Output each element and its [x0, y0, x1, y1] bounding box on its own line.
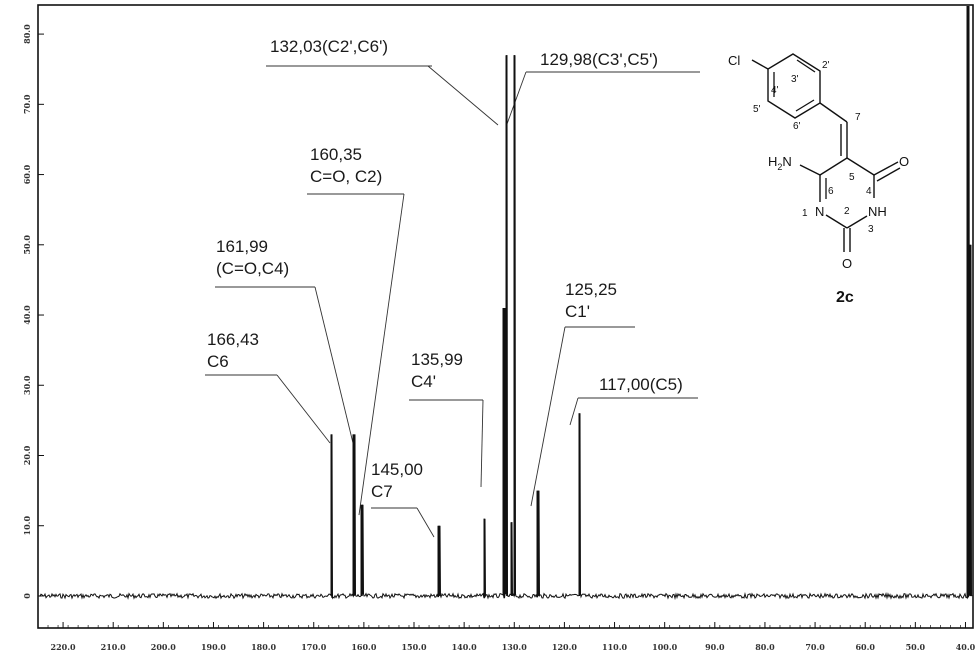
amine-label: H2N [768, 154, 792, 172]
x-tick-label: 210.0 [101, 642, 126, 652]
peak-annotation-label: 145,00 [371, 460, 423, 479]
y-tick-label: 50.0 [22, 235, 32, 255]
amino-bond [799, 164, 821, 176]
plot-frame [37, 4, 974, 629]
annotation-leader [358, 193, 405, 516]
annotation-leader [427, 65, 499, 126]
ring-c7-bond [819, 102, 848, 123]
x-tick-label: 60.0 [855, 642, 875, 652]
x-tick-label: 130.0 [502, 642, 527, 652]
x-tick-label: 100.0 [652, 642, 677, 652]
y-tick-label: 0 [22, 593, 32, 599]
molecule-structure-2c: Cl H2N NH N O O 3' 2' 4' 5' 6' 7 5 6 4 2… [728, 53, 909, 306]
carbonyl-bond [876, 167, 901, 182]
peak-annotation-label: C4' [411, 372, 436, 391]
carbonyl-bond [873, 161, 899, 176]
annotation-leaders [205, 65, 700, 538]
peak-annotation-label: (C=O,C4) [216, 259, 289, 278]
atom-number: 4' [771, 85, 779, 96]
x-tick-label: 70.0 [805, 642, 825, 652]
x-tick-label: 140.0 [452, 642, 477, 652]
atom-number: 5' [753, 104, 761, 115]
chloro-bond [751, 59, 769, 70]
atom-number: 3 [868, 224, 874, 235]
peak-annotation-label: 161,99 [216, 237, 268, 256]
peak-annotation-label: C7 [371, 482, 393, 501]
x-tick-label: 80.0 [755, 642, 775, 652]
x-tick-label: 150.0 [401, 642, 426, 652]
n1-label: N [815, 204, 824, 219]
annotation-leader [314, 286, 354, 444]
atom-number: 4 [866, 186, 872, 197]
chlorine-label: Cl [728, 53, 740, 68]
peak-annotation-label: C=O, C2) [310, 167, 382, 186]
pyrimidine-bond [825, 214, 848, 229]
pyrimidine-bond [846, 215, 868, 229]
x-tick-label: 180.0 [251, 642, 276, 652]
y-axis: 0 10.0 20.0 30.0 40.0 50.0 60.0 70.0 80.0 [22, 24, 44, 599]
x-axis: 220.0 210.0 200.0 190.0 180.0 170.0 160.0 150.0… [37, 622, 976, 652]
atom-number: 3' [791, 74, 799, 85]
x-tick-label: 50.0 [906, 642, 926, 652]
peak-annotation-label: 160,35 [310, 145, 362, 164]
aromatic-bond [795, 99, 815, 112]
spectrum-line [38, 5, 973, 601]
x-tick-label: 190.0 [201, 642, 226, 652]
y-tick-label: 80.0 [22, 24, 32, 44]
annotation-leader [480, 399, 484, 488]
peak-annotation-label: 132,03(C2',C6') [270, 37, 388, 56]
peak-annotation-label: C1' [565, 302, 590, 321]
peak-annotation-label: 125,25 [565, 280, 617, 299]
atom-number: 1 [802, 208, 808, 219]
annotation-leader [506, 71, 527, 125]
spectrum-trace [38, 5, 973, 601]
annotation-leader [416, 507, 435, 538]
y-tick-label: 40.0 [22, 305, 32, 325]
oxygen-label-c2: O [842, 256, 852, 271]
x-tick-label: 110.0 [602, 642, 627, 652]
annotation-leader [276, 374, 331, 444]
oxygen-label-c4: O [899, 154, 909, 169]
peak-annotation-label: 117,00(C5) [599, 375, 683, 394]
peak-annotation-label: 166,43 [207, 330, 259, 349]
compound-name: 2c [836, 289, 854, 306]
y-tick-label: 10.0 [22, 516, 32, 536]
x-tick-label: 220.0 [51, 642, 76, 652]
x-tick-label: 40.0 [956, 642, 976, 652]
x-tick-label: 120.0 [552, 642, 577, 652]
peak-annotation-label: 129,98(C3',C5') [540, 50, 658, 69]
atom-number: 2 [844, 206, 850, 217]
peak-annotation-label: 135,99 [411, 350, 463, 369]
atom-number: 6' [793, 121, 801, 132]
y-tick-label: 30.0 [22, 375, 32, 395]
y-tick-label: 70.0 [22, 94, 32, 114]
x-tick-label: 170.0 [301, 642, 326, 652]
atom-number: 6 [828, 186, 834, 197]
x-tick-label: 160.0 [351, 642, 376, 652]
atom-number: 7 [855, 112, 861, 123]
x-tick-label: 90.0 [705, 642, 725, 652]
aromatic-bond [796, 59, 816, 73]
pyrimidine-bond [846, 157, 875, 176]
atom-number: 2' [822, 60, 830, 71]
x-tick-label: 200.0 [151, 642, 176, 652]
nh-label: NH [868, 204, 887, 219]
pyrimidine-bond [819, 157, 848, 176]
y-tick-label: 20.0 [22, 445, 32, 465]
annotation-leader [569, 397, 579, 426]
peak-annotation-label: C6 [207, 352, 229, 371]
annotation-leader [530, 326, 566, 507]
y-tick-label: 60.0 [22, 164, 32, 184]
atom-number: 5 [849, 172, 855, 183]
